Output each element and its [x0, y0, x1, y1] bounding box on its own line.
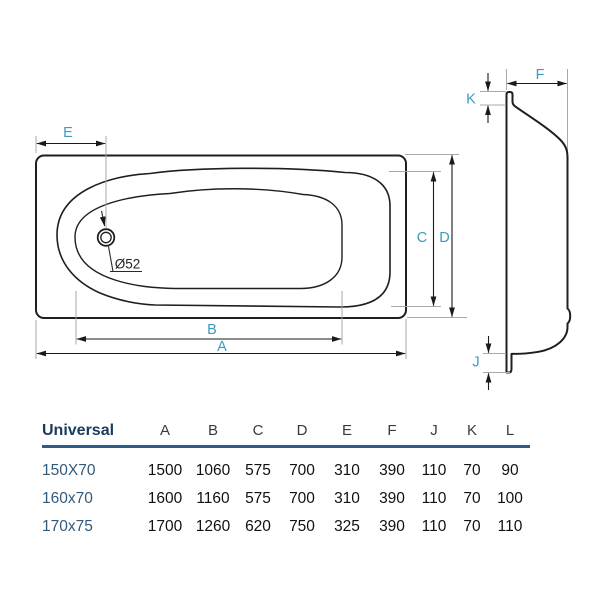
table-row-160x70: 160x70 1600 1160 575 700 310 390 110 70 … [42, 485, 530, 513]
dimension-value: 575 [245, 489, 271, 507]
dimension-value: 620 [245, 517, 271, 535]
dim-label-b: B [207, 322, 217, 338]
dimension-value: 750 [289, 517, 315, 535]
dimension-value: 1260 [195, 517, 231, 535]
technical-drawing: Ø52 E C D [35, 67, 572, 390]
table-header-row: Universal A B C D E F J K L [42, 417, 530, 444]
dim-label-j: J [472, 355, 479, 371]
model-label: 170x75 [42, 517, 93, 535]
tub-inner-rim [56, 167, 391, 308]
dimension-value: 310 [334, 489, 360, 507]
dim-a: A [35, 319, 407, 359]
column-header-a: A [159, 422, 170, 439]
tub-outer-rim [35, 154, 407, 319]
dim-label-k: K [466, 92, 476, 108]
dimension-value: 110 [421, 489, 447, 507]
column-header-f: F [387, 422, 397, 439]
dimension-value: 575 [245, 461, 271, 479]
dim-f: F [506, 67, 568, 87]
model-label: 160x70 [42, 489, 93, 507]
dimension-value: 1600 [147, 489, 183, 507]
tub-side-view: F K J [466, 67, 572, 390]
drain-leader-arrow [99, 210, 106, 227]
column-header-e: E [341, 422, 352, 439]
dim-label-e: E [63, 125, 73, 141]
dimension-value: 110 [497, 517, 523, 535]
dimension-value: 110 [421, 517, 447, 535]
dimension-value: 110 [421, 461, 447, 479]
dim-label-a: A [217, 339, 227, 355]
dimension-table: Universal A B C D E F J K L 150X70 1500 … [42, 417, 530, 541]
dimension-value: 1060 [195, 461, 231, 479]
dimension-value: 390 [379, 489, 405, 507]
column-header-k: K [466, 422, 477, 439]
table-title: Universal [42, 421, 115, 439]
dimension-value: 1500 [147, 461, 183, 479]
model-label: 150X70 [42, 461, 96, 479]
dimension-value: 1700 [147, 517, 183, 535]
dim-e: E [35, 125, 107, 229]
dim-k: K [466, 73, 506, 123]
tub-top-view: Ø52 E C D [35, 125, 467, 359]
dimension-value: 325 [334, 517, 360, 535]
dim-c: C [389, 171, 441, 307]
drain-hole-inner [100, 231, 112, 244]
column-header-d: D [296, 422, 308, 439]
drain-leader-line [107, 246, 114, 272]
dim-label-f: F [536, 67, 545, 83]
dim-label-d: D [439, 230, 449, 246]
side-profile [505, 91, 572, 374]
dimension-value: 310 [334, 461, 360, 479]
dim-label-c: C [417, 230, 427, 246]
dim-j: J [472, 336, 510, 390]
header-rule [42, 445, 530, 448]
dimension-value: 70 [463, 461, 481, 479]
table-row-150x70: 150X70 1500 1060 575 700 310 390 110 70 … [42, 457, 530, 485]
column-header-b: B [207, 422, 218, 439]
dimension-value: 390 [379, 517, 405, 535]
dimension-value: 700 [289, 489, 315, 507]
dim-d: D [405, 154, 467, 318]
table-body: 150X70 1500 1060 575 700 310 390 110 70 … [42, 457, 530, 541]
dimension-value: 70 [463, 489, 481, 507]
drain-hole-outer [96, 228, 116, 247]
dim-b: B [75, 291, 343, 345]
dimension-value: 700 [289, 461, 315, 479]
column-header-j: J [430, 422, 438, 439]
drain-diameter-label: Ø52 [115, 257, 141, 272]
dimension-value: 1160 [196, 489, 230, 507]
dimension-value: 100 [497, 489, 523, 507]
column-header-l: L [505, 422, 515, 439]
column-header-c: C [252, 422, 264, 439]
tub-basin-bottom [74, 188, 343, 290]
dimension-value: 90 [501, 461, 519, 479]
dimension-value: 70 [463, 517, 481, 535]
table-row-170x75: 170x75 1700 1260 620 750 325 390 110 70 … [42, 513, 530, 541]
dimension-value: 390 [379, 461, 405, 479]
